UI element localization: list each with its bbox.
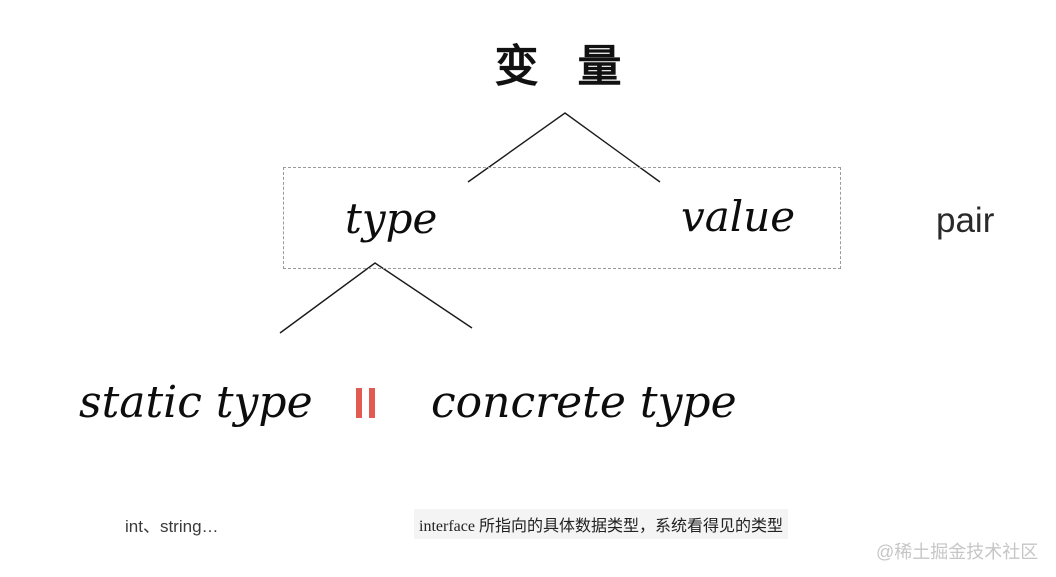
type-value-pair-box (283, 167, 841, 269)
watermark: @稀土掘金技术社区 (876, 542, 1039, 562)
pair-label: pair (936, 201, 995, 240)
type-node: type (345, 194, 438, 243)
value-node: value (681, 192, 796, 241)
concrete-type-note: interface 所指向的具体数据类型，系统看得见的类型 (414, 509, 788, 539)
diagram-title: 变 量 (494, 42, 636, 91)
static-type-note: int、string… (125, 517, 219, 536)
type-branch-line (279, 262, 473, 334)
red-bar-right (369, 388, 375, 418)
static-type-node: static type (79, 377, 313, 428)
red-bar-left (356, 388, 362, 418)
concrete-type-node: concrete type (431, 377, 737, 428)
double-vertical-bars-icon (356, 388, 375, 418)
